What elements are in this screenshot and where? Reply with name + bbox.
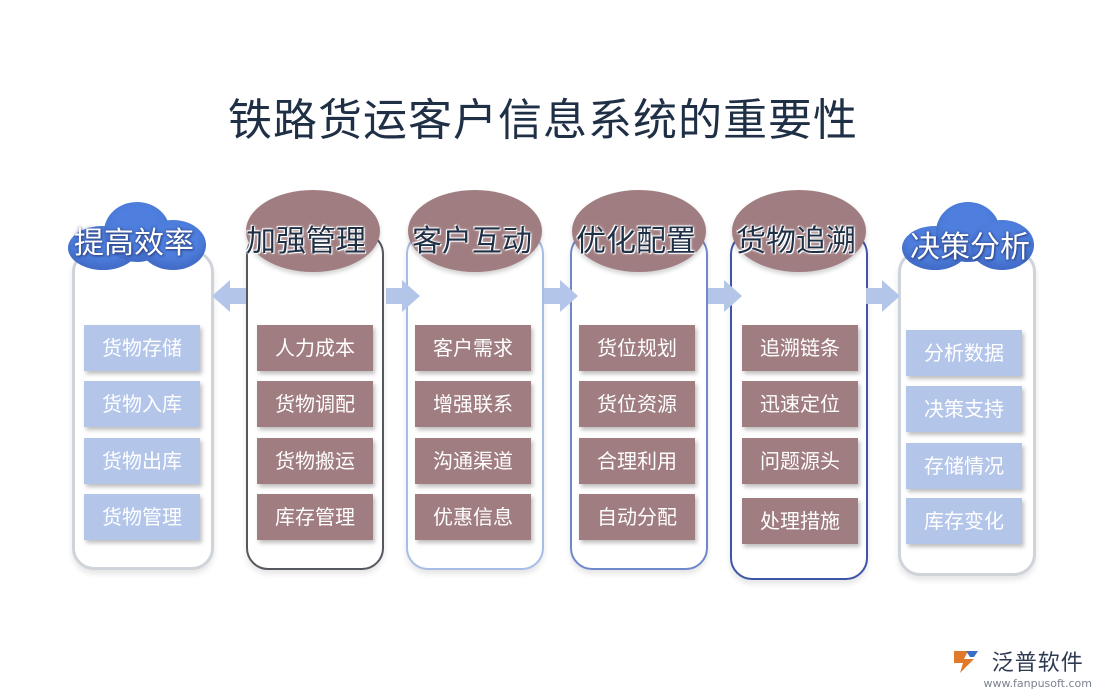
brand-name: 泛普软件 (991, 651, 1084, 676)
oval-shape (246, 190, 380, 272)
arrow-right-icon (386, 280, 420, 312)
list-item: 货物搬运 (257, 438, 373, 484)
list-item: 货物调配 (257, 381, 373, 427)
column-heading-traceability: 货物追溯 (736, 224, 856, 259)
column-heading-optimization: 优化配置 (576, 224, 696, 259)
list-item: 人力成本 (257, 325, 373, 371)
list-item: 决策支持 (906, 386, 1022, 432)
list-item: 客户需求 (415, 325, 531, 371)
list-item: 存储情况 (906, 443, 1022, 489)
arrow-right-icon (866, 280, 900, 312)
list-item: 货位规划 (579, 325, 695, 371)
arrow-left-icon (212, 280, 246, 312)
list-item: 货位资源 (579, 381, 695, 427)
arrow-right-icon (544, 280, 578, 312)
list-item: 自动分配 (579, 494, 695, 540)
list-item: 问题源头 (742, 438, 858, 484)
column-heading-interaction: 客户互动 (412, 224, 532, 259)
list-item: 货物出库 (84, 438, 200, 484)
page-title: 铁路货运客户信息系统的重要性 (228, 95, 858, 146)
list-item: 优惠信息 (415, 494, 531, 540)
column-heading-management: 加强管理 (246, 224, 366, 259)
cloud-shape (902, 196, 1042, 274)
list-item: 合理利用 (579, 438, 695, 484)
list-item: 库存管理 (257, 494, 373, 540)
list-item: 库存变化 (906, 498, 1022, 544)
brand-logo-icon (953, 651, 978, 673)
brand-url: www.fanpusoft.com (983, 677, 1092, 690)
list-item: 货物存储 (84, 325, 200, 371)
oval-shape (572, 190, 706, 272)
oval-shape (732, 190, 866, 272)
column-heading-efficiency: 提高效率 (74, 226, 194, 261)
cloud-shape (68, 196, 208, 274)
oval-shape (408, 190, 542, 272)
list-item: 迅速定位 (742, 381, 858, 427)
list-item: 沟通渠道 (415, 438, 531, 484)
arrow-right-icon (708, 280, 742, 312)
list-item: 分析数据 (906, 330, 1022, 376)
list-item: 追溯链条 (742, 325, 858, 371)
brand-watermark: 泛普软件 www.fanpusoft.com (953, 645, 1092, 690)
list-item: 货物入库 (84, 381, 200, 427)
column-heading-decision: 决策分析 (910, 230, 1030, 265)
list-item: 货物管理 (84, 494, 200, 540)
list-item: 处理措施 (742, 498, 858, 544)
list-item: 增强联系 (415, 381, 531, 427)
